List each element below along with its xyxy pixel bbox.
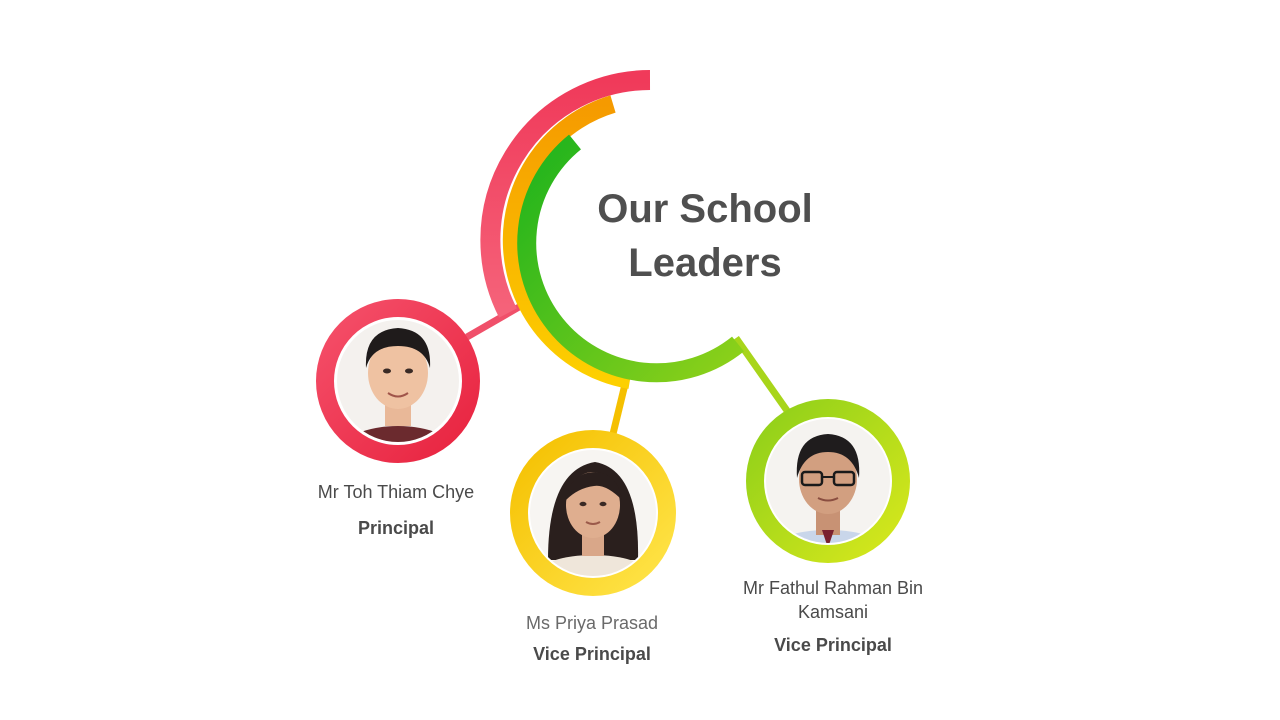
- connector-line-fathul: [733, 335, 791, 415]
- leader-caption-toh: Mr Toh Thiam Chye Principal: [300, 480, 492, 540]
- leader-name: Ms Priya Prasad: [525, 613, 659, 633]
- leader-node-fathul: [746, 399, 910, 563]
- title-line-1: Our School: [597, 187, 813, 231]
- portrait-photo-priya: [530, 450, 656, 576]
- middle-arc: [502, 95, 632, 389]
- leader-role: Vice Principal: [774, 635, 892, 655]
- leader-name: Mr Fathul Rahman Bin Kamsani: [742, 578, 924, 622]
- leader-node-priya: [510, 430, 676, 596]
- leader-node-toh: [316, 299, 480, 463]
- leader-caption-priya: Ms Priya Prasad Vice Principal: [496, 611, 688, 666]
- leader-name: Mr Toh Thiam Chye: [317, 482, 475, 502]
- outer-arc: [480, 70, 651, 318]
- title-line-2: Leaders: [628, 241, 782, 285]
- leader-role: Principal: [357, 518, 435, 538]
- leader-caption-fathul: Mr Fathul Rahman Bin Kamsani Vice Princi…: [728, 576, 938, 657]
- page-title: Our School Leaders: [560, 182, 850, 290]
- inner-arc: [517, 134, 744, 383]
- leader-role: Vice Principal: [533, 644, 651, 664]
